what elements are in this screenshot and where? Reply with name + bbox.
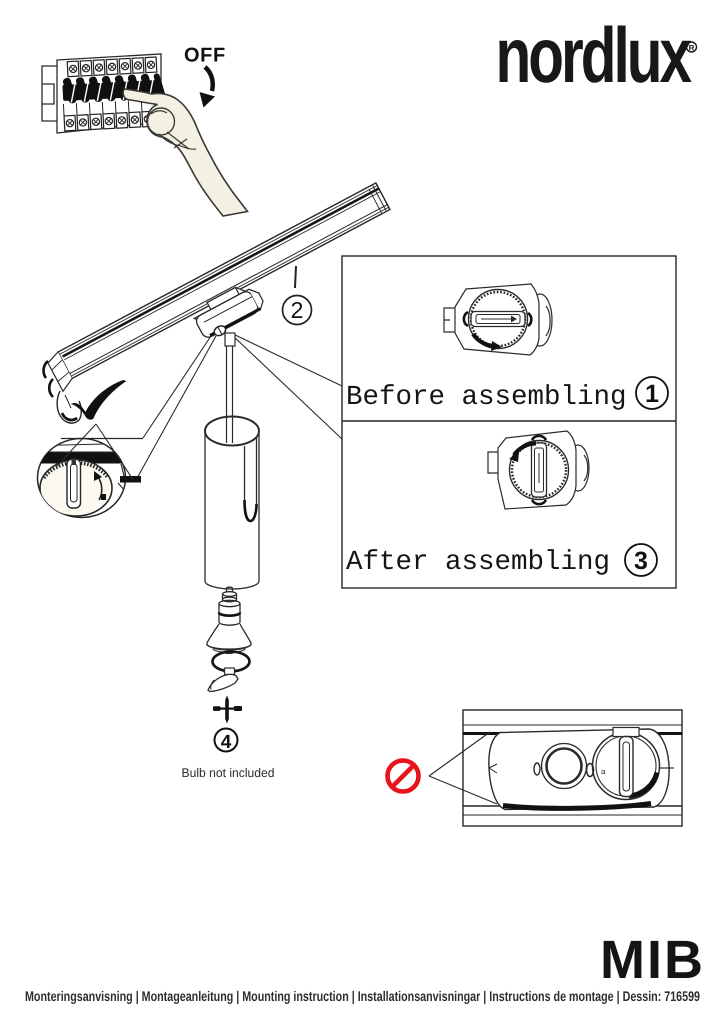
svg-text:OFF: OFF xyxy=(184,45,226,67)
svg-text:Monteringsanvisning | Montagea: Monteringsanvisning | Montageanleitung |… xyxy=(25,988,700,1005)
svg-text:3: 3 xyxy=(634,547,648,575)
svg-text:a: a xyxy=(601,767,606,776)
svg-text:After assembling: After assembling xyxy=(346,547,610,578)
svg-text:R: R xyxy=(689,44,695,53)
svg-text:MIB: MIB xyxy=(600,930,705,990)
svg-text:2: 2 xyxy=(291,297,304,323)
svg-text:1: 1 xyxy=(645,380,659,408)
svg-text:Bulb not included: Bulb not included xyxy=(182,766,275,780)
svg-text:nordlux: nordlux xyxy=(496,11,692,99)
svg-text:Before assembling: Before assembling xyxy=(346,382,627,413)
svg-text:4: 4 xyxy=(221,732,232,753)
